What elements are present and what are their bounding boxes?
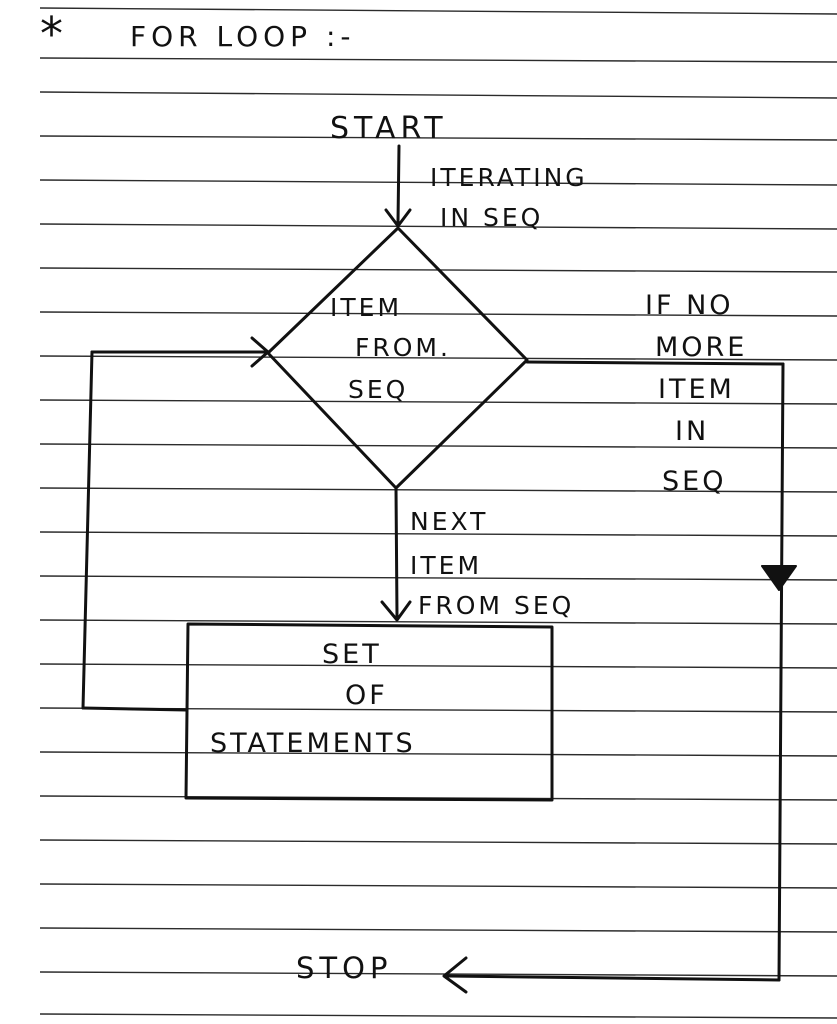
loop-back-connector <box>81 336 270 712</box>
start-arrow <box>384 144 412 228</box>
decision-text-line2: FROM. <box>355 333 451 362</box>
no-more-label-line4: IN <box>675 416 709 447</box>
next-item-label-line2: ITEM <box>410 551 482 580</box>
no-more-label-line5: SEQ <box>662 466 726 497</box>
next-item-label-line3: FROM SEQ <box>418 591 574 620</box>
process-text-line1: SET <box>322 639 382 670</box>
ruled-lines <box>39 7 837 1019</box>
exit-down-arrowhead <box>761 565 797 591</box>
heading-bullet: * <box>40 7 66 61</box>
no-more-label-line1: IF NO <box>645 290 734 321</box>
stop-label: STOP <box>296 951 392 985</box>
next-item-arrow <box>380 486 412 622</box>
no-more-label-line3: ITEM <box>658 374 735 405</box>
process-box <box>184 622 554 802</box>
next-item-label-line1: NEXT <box>410 507 488 536</box>
process-text-line3: STATEMENTS <box>210 728 416 759</box>
decision-text-line3: SEQ <box>348 375 408 404</box>
process-text-line2: OF <box>345 680 388 711</box>
iterating-label-line2: IN SEQ <box>440 203 543 232</box>
exit-connector <box>442 360 797 994</box>
iterating-label-line1: ITERATING <box>430 163 588 192</box>
page-heading: FOR LOOP :- <box>130 20 356 53</box>
no-more-label-line2: MORE <box>655 332 747 363</box>
decision-text-line1: ITEM <box>330 293 402 322</box>
start-label: START <box>330 111 448 146</box>
